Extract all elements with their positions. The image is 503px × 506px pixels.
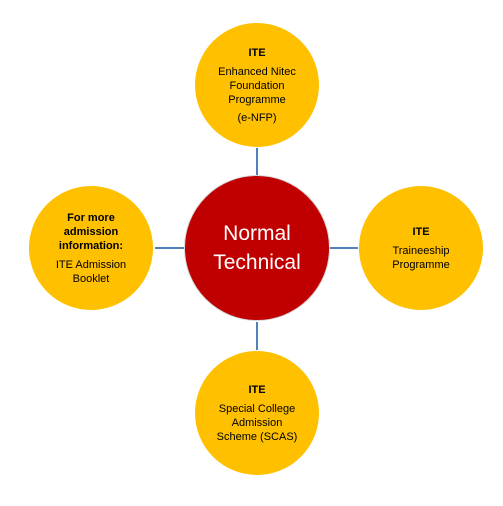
node-left-heading-1: For more [67, 211, 115, 224]
connector-bottom [256, 322, 258, 352]
node-left-line-2: Booklet [72, 272, 110, 285]
node-right-line-1: Traineeship [392, 244, 450, 257]
node-bottom: ITE Special College Admission Scheme (SC… [194, 350, 320, 476]
node-right-line-2: Programme [392, 258, 450, 271]
node-right-heading: ITE [412, 225, 430, 238]
node-bottom-line-1: Special College [218, 402, 296, 415]
node-top-heading: ITE [248, 46, 266, 59]
node-top-line-2: Foundation [229, 79, 285, 92]
center-line-1: Normal [223, 222, 291, 245]
node-bottom-line-3: Scheme (SCAS) [216, 430, 298, 443]
node-top-line-3: Programme [228, 93, 286, 106]
center-line-2: Technical [213, 251, 301, 274]
node-left: For more admission information: ITE Admi… [28, 185, 154, 311]
node-top-extra: (e-NFP) [237, 111, 277, 124]
connector-left [155, 247, 186, 249]
node-top: ITE Enhanced Nitec Foundation Programme … [194, 22, 320, 148]
node-right: ITE Traineeship Programme [358, 185, 484, 311]
node-left-heading-3: information: [58, 239, 124, 252]
connector-top [256, 145, 258, 177]
node-bottom-line-2: Admission [231, 416, 283, 429]
node-left-line-1: ITE Admission [55, 258, 127, 271]
connector-right [329, 247, 360, 249]
node-left-heading-2: admission [63, 225, 119, 238]
node-top-line-1: Enhanced Nitec [218, 65, 296, 78]
node-bottom-heading: ITE [248, 383, 266, 396]
center-node: Normal Technical [184, 175, 330, 321]
